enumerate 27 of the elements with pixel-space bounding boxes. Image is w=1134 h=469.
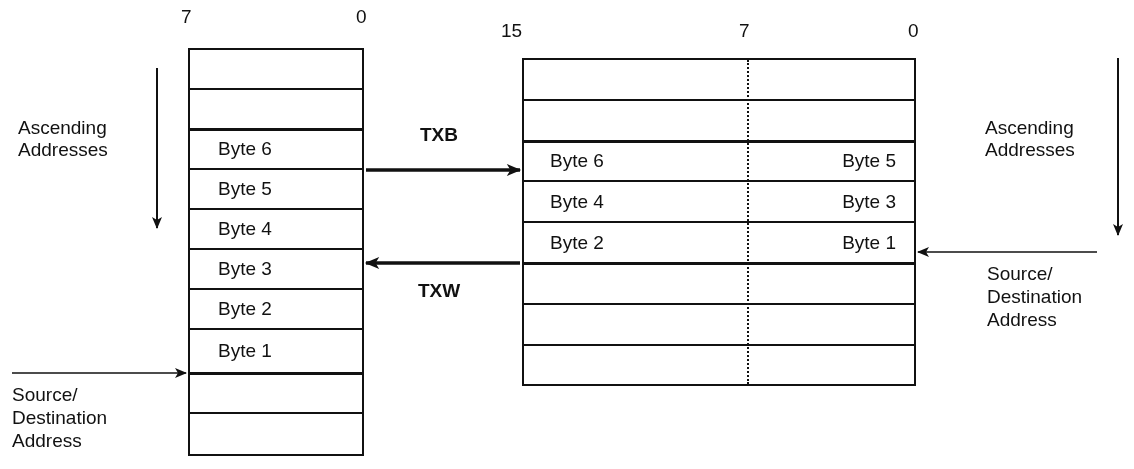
arrow: [11, 368, 187, 378]
bit-number: 7: [181, 6, 192, 28]
byte-label: Byte 1: [842, 231, 896, 254]
memory-cell: Byte 1: [190, 331, 362, 371]
bit-number: 0: [908, 20, 919, 42]
bit-number: 0: [356, 6, 367, 28]
byte-label: Byte 5: [842, 150, 896, 172]
direction-label: Ascending Addresses: [18, 117, 109, 161]
bit-number: 7: [739, 20, 750, 42]
address-label: Source/ Destination Address: [12, 383, 122, 452]
byte-label: Byte 3: [842, 190, 896, 213]
address-label: Source/ Destination Address: [987, 262, 1097, 331]
memory-cell: Byte 6: [190, 131, 362, 167]
memory-block: [188, 48, 364, 456]
byte-label: Byte 2: [550, 231, 604, 254]
memory-cell: Byte 4: [190, 211, 362, 247]
arrow: [364, 257, 520, 269]
bit-number: 15: [501, 20, 523, 42]
memory-cell: Byte 2: [190, 291, 362, 327]
direction-label: Ascending Addresses: [985, 117, 1076, 161]
arrow: [917, 247, 1098, 257]
arrow: [366, 164, 522, 176]
memory-cell: Byte 5: [190, 171, 362, 207]
memory-block: [522, 58, 916, 386]
byte-label: Byte 6: [550, 150, 604, 172]
memory-cell: Byte 3: [190, 251, 362, 287]
byte-label: Byte 4: [550, 190, 604, 213]
